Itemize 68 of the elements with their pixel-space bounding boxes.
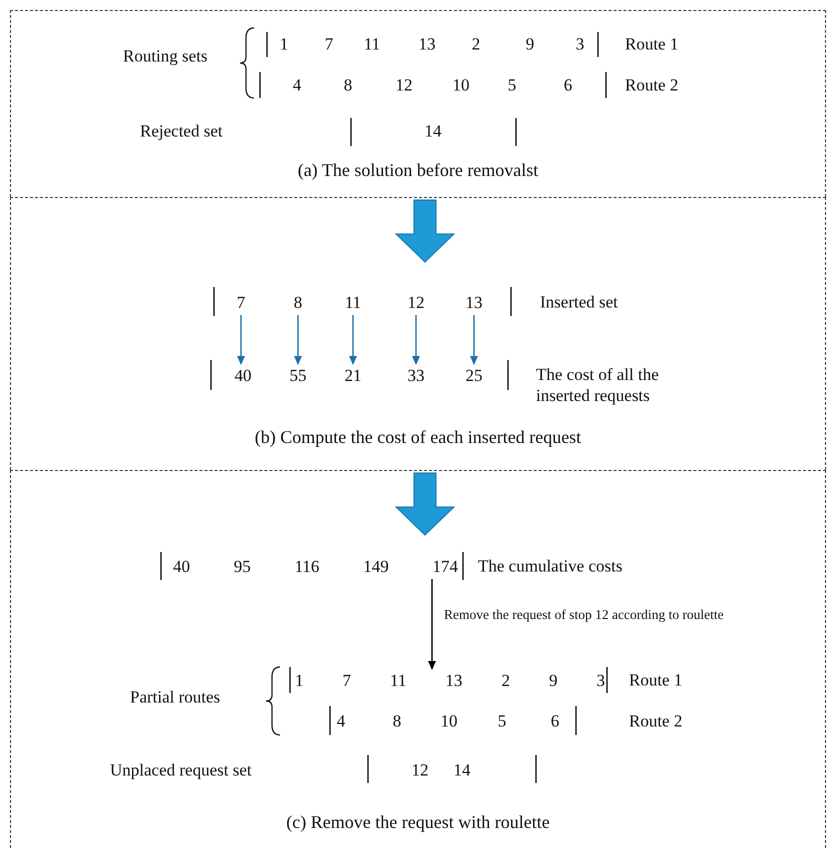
number-value: 9 [548,671,558,691]
panel-caption: (c) Remove the request with roulette [285,812,551,833]
arrow [294,315,302,365]
number-value: 4 [292,74,302,96]
number-value: 14 [454,759,470,781]
number-value: 11 [390,671,406,691]
panel-caption: (b) Compute the cost of each inserted request [254,427,582,448]
panel [10,197,826,470]
number-value: 12 [412,759,428,781]
text-label: Route 2 [625,74,678,96]
number-value: 3 [576,33,584,55]
number-value: 21 [344,366,362,386]
text-label: Inserted set [540,291,618,313]
text-label: Route 1 [625,33,678,55]
number-value: 1 [295,671,304,691]
number-value: 13 [418,33,436,55]
text-label: Rejected set [140,120,223,142]
number-value: 13 [466,293,482,313]
number-value: 5 [498,710,506,732]
arrow [428,579,436,670]
text-label: The cumulative costs [478,555,622,577]
number-value: 12 [396,74,412,96]
number-value: 40 [173,557,190,577]
text-label: Route 1 [629,669,682,691]
number-value: 5 [508,74,516,96]
number-value: 8 [294,293,302,313]
number-value: 7 [236,293,246,313]
arrow [349,315,357,365]
number-value: 55 [290,366,306,386]
panel-caption: (a) The solution before removalst [296,160,540,181]
number-value: 7 [324,33,334,55]
number-value: 14 [424,120,442,142]
number-value: 2 [472,33,480,55]
text-label: Unplaced request set [110,759,252,781]
number-value: 149 [363,557,389,577]
block-arrow [394,472,456,536]
number-value: 25 [466,366,482,386]
number-value: 2 [501,671,510,691]
edge-label: Remove the request of stop 12 according to roulette [442,607,726,623]
number-value: 8 [344,74,352,96]
number-value: 13 [445,671,462,691]
number-value: 7 [342,671,352,691]
number-value: 11 [364,33,380,55]
number-value: 4 [336,710,346,732]
number-value: 95 [234,557,251,577]
number-value: 40 [234,366,252,386]
text-label: Partial routes [130,686,220,708]
number-value: 174 [432,557,458,577]
number-value: 33 [408,366,424,386]
text-label: The cost of all the inserted requests [536,364,660,406]
number-value: 9 [526,33,534,55]
panel [10,10,826,197]
number-value: 1 [280,33,288,55]
number-value: 116 [294,557,320,577]
number-value: 12 [408,293,424,313]
number-value: 8 [392,710,402,732]
block-arrow [394,200,456,263]
arrow [237,315,245,365]
number-value: 6 [550,710,560,732]
number-value: 3 [596,671,605,691]
arrow [470,315,478,365]
text-label: Routing sets [123,45,208,67]
number-value: 10 [440,710,458,732]
text-label: Route 2 [629,710,682,732]
number-value: 10 [452,74,470,96]
arrow [412,315,420,365]
number-value: 11 [344,293,362,313]
number-value: 6 [564,74,572,96]
